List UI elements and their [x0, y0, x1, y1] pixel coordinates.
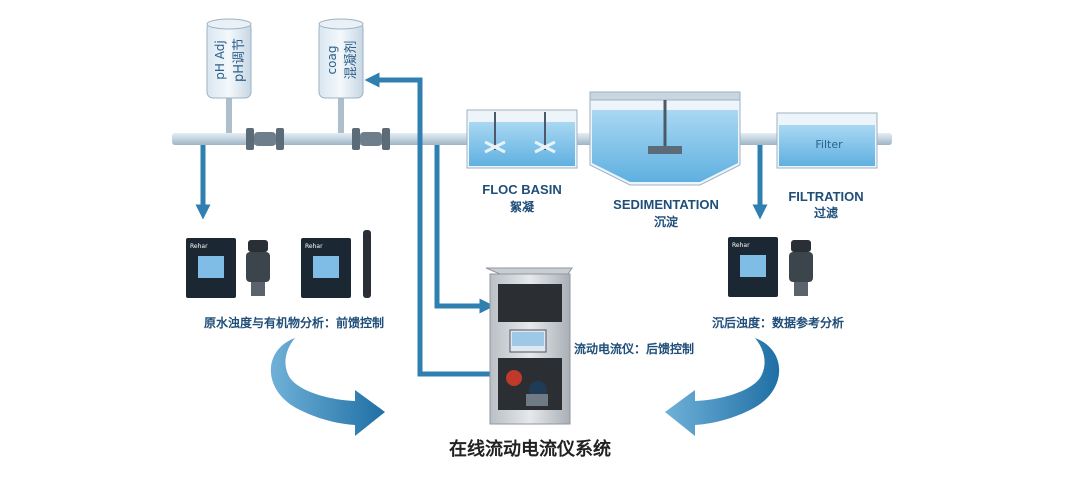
ph-tank-label-en: pH Adj [213, 40, 227, 79]
sedimentation-tank [589, 91, 741, 186]
brand-label: Rehar [305, 243, 323, 250]
ph-adjust-tank: pH Adj pH调节 [206, 18, 252, 133]
sensor-icon [789, 240, 813, 296]
turbidity-analyzer-left: Rehar [186, 238, 236, 298]
sample-arrow-center [434, 145, 495, 314]
turbidity-analyzer-right: Rehar [728, 237, 778, 297]
organic-analyzer: Rehar [301, 238, 351, 298]
brand-label: Rehar [190, 243, 208, 250]
filtration-label-cn: 过滤 [814, 205, 838, 220]
valve-icon [246, 128, 284, 150]
dosing-feedback-arrow [364, 72, 490, 377]
floc-basin [466, 109, 578, 169]
streaming-current-cabinet [485, 267, 573, 425]
left-caption: 原水浊度与有机物分析：前馈控制 [204, 315, 384, 330]
valve-icon [352, 128, 390, 150]
right-caption: 沉后浊度：数据参考分析 [712, 315, 844, 330]
coag-tank-label-en: coag [325, 46, 339, 75]
coag-tank-label-cn: 混凝剂 [343, 40, 359, 79]
right-swoosh-arrow [665, 338, 780, 436]
floc-basin-label-cn: 絮凝 [510, 199, 535, 214]
filter-tank: Filter [776, 112, 878, 169]
center-caption: 流动电流仪：后馈控制 [574, 341, 694, 356]
coagulant-tank: coag 混凝剂 [318, 18, 364, 133]
left-swoosh-arrow [270, 338, 385, 436]
filter-tank-label: Filter [815, 138, 843, 151]
sedimentation-label: SEDIMENTATION [613, 197, 719, 212]
probe-icon [363, 230, 371, 298]
floc-basin-label: FLOC BASIN [482, 182, 561, 197]
ph-tank-label-cn: pH调节 [232, 38, 247, 82]
brand-label: Rehar [732, 242, 750, 249]
sensor-icon [246, 240, 270, 296]
system-title: 在线流动电流仪系统 [449, 438, 611, 460]
filtration-label: FILTRATION [788, 189, 863, 204]
sedimentation-label-cn: 沉淀 [654, 214, 679, 229]
